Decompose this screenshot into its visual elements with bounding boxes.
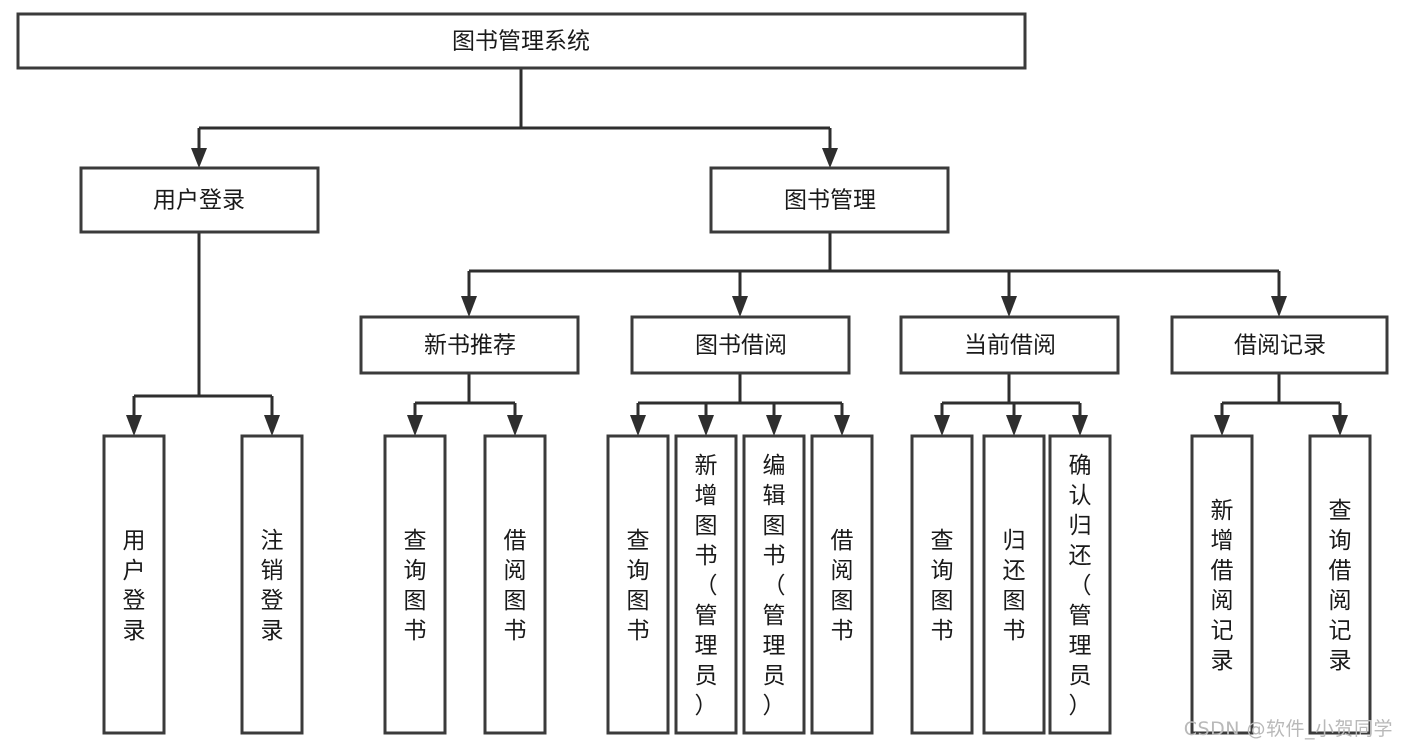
arrow-head-leaf-return-book (1006, 415, 1022, 436)
node-leaf-edit-book-admin-box[interactable] (742, 434, 806, 735)
node-leaf-add-borrow-record-label: 新增借阅记录 (1211, 498, 1234, 674)
node-leaf-borrow-book-1-label: 借阅图书 (504, 528, 527, 644)
node-leaf-query-borrow-record[interactable]: 查询借阅记录 (1308, 434, 1372, 735)
arrow-head-leaf-edit-book-admin (766, 415, 782, 436)
node-leaf-logout-login-box[interactable] (240, 434, 304, 735)
node-leaf-edit-book-admin[interactable]: 编辑图书（管理员） (742, 434, 806, 735)
node-leaf-logout-login[interactable]: 注销登录 (240, 434, 304, 735)
arrow-head-leaf-borrow-book-2 (834, 415, 850, 436)
arrow-head-leaf-query-book-2 (630, 415, 646, 436)
node-leaf-add-borrow-record[interactable]: 新增借阅记录 (1190, 434, 1254, 735)
arrow-head-leaf-user-login (126, 415, 142, 436)
node-leaf-query-book-3[interactable]: 查询图书 (910, 434, 974, 735)
node-leaf-return-book-label: 归还图书 (1003, 528, 1026, 644)
node-leaf-query-borrow-record-box[interactable] (1308, 434, 1372, 735)
node-leaf-return-book-box[interactable] (982, 434, 1046, 735)
node-borrow-record-box[interactable] (1170, 315, 1389, 375)
node-book-borrow[interactable]: 图书借阅 (630, 315, 851, 375)
node-leaf-add-book-admin-label: 新增图书（管理员） (695, 453, 718, 719)
node-leaf-query-book-3-label: 查询图书 (931, 528, 954, 644)
arrow-head-leaf-add-book-admin (698, 415, 714, 436)
node-leaf-add-book-admin[interactable]: 新增图书（管理员） (674, 434, 738, 735)
node-leaf-borrow-book-1[interactable]: 借阅图书 (483, 434, 547, 735)
connector-book-borrow-to-leaves (630, 373, 850, 436)
connector-current-borrow-to-leaves (934, 373, 1088, 436)
node-leaf-query-book-1[interactable]: 查询图书 (383, 434, 447, 735)
node-book-borrow-label: 图书借阅 (695, 333, 787, 359)
connector-book-management-to-level3 (461, 232, 1287, 317)
arrow-head-leaf-logout-login (264, 415, 280, 436)
node-leaf-user-login[interactable]: 用户登录 (102, 434, 166, 735)
node-new-book-recommend[interactable]: 新书推荐 (359, 315, 580, 375)
arrow-head-leaf-confirm-return-admin (1072, 415, 1088, 436)
node-borrow-record[interactable]: 借阅记录 (1170, 315, 1389, 375)
node-leaf-query-book-2[interactable]: 查询图书 (606, 434, 670, 735)
node-leaf-user-login-box[interactable] (102, 434, 166, 735)
node-borrow-record-label: 借阅记录 (1234, 333, 1326, 359)
node-user-login-label: 用户登录 (153, 188, 245, 214)
node-root-label: 图书管理系统 (452, 29, 590, 55)
arrow-head-leaf-add-borrow-record (1214, 415, 1230, 436)
node-leaf-confirm-return-admin[interactable]: 确认归还（管理员） (1048, 434, 1112, 735)
node-leaf-edit-book-admin-label: 编辑图书（管理员） (763, 453, 786, 719)
arrow-head-new-book-recommend (461, 296, 477, 317)
node-leaf-add-book-admin-box[interactable] (674, 434, 738, 735)
node-leaf-query-book-2-box[interactable] (606, 434, 670, 735)
node-leaf-logout-login-label: 注销登录 (261, 528, 284, 644)
arrow-head-book-management (822, 148, 838, 168)
node-leaf-confirm-return-admin-box[interactable] (1048, 434, 1112, 735)
node-book-management-box[interactable] (709, 166, 950, 234)
connector-root-to-level2 (191, 68, 838, 168)
arrow-head-book-borrow (732, 296, 748, 317)
connector-borrow-record-to-leaves (1214, 373, 1348, 436)
node-root-box[interactable] (16, 12, 1027, 70)
node-leaf-borrow-book-2[interactable]: 借阅图书 (810, 434, 874, 735)
node-current-borrow[interactable]: 当前借阅 (899, 315, 1120, 375)
node-leaf-query-book-2-label: 查询图书 (627, 528, 650, 644)
arrow-head-borrow-record (1271, 296, 1287, 317)
node-leaf-query-book-1-label: 查询图书 (404, 528, 427, 644)
node-new-book-recommend-box[interactable] (359, 315, 580, 375)
arrow-head-leaf-query-book-1 (407, 415, 423, 436)
node-leaf-borrow-book-2-box[interactable] (810, 434, 874, 735)
node-root[interactable]: 图书管理系统 (16, 12, 1027, 70)
node-book-management[interactable]: 图书管理 (709, 166, 950, 234)
node-new-book-recommend-label: 新书推荐 (424, 333, 516, 359)
node-book-management-label: 图书管理 (784, 188, 876, 214)
node-current-borrow-box[interactable] (899, 315, 1120, 375)
node-book-borrow-box[interactable] (630, 315, 851, 375)
connector-new-book-recommend-to-leaves (407, 373, 523, 436)
node-leaf-borrow-book-1-box[interactable] (483, 434, 547, 735)
node-leaf-query-borrow-record-label: 查询借阅记录 (1329, 498, 1352, 674)
arrow-head-user-login (191, 148, 207, 168)
node-leaf-add-borrow-record-box[interactable] (1190, 434, 1254, 735)
node-leaf-borrow-book-2-label: 借阅图书 (831, 528, 854, 644)
node-leaf-query-book-1-box[interactable] (383, 434, 447, 735)
node-leaf-confirm-return-admin-label: 确认归还（管理员） (1069, 453, 1092, 719)
node-leaf-user-login-label: 用户登录 (123, 528, 146, 644)
arrow-head-leaf-query-borrow-record (1332, 415, 1348, 436)
arrow-head-current-borrow (1001, 296, 1017, 317)
arrow-head-leaf-query-book-3 (934, 415, 950, 436)
connector-user-login-to-leaves (126, 232, 280, 436)
node-leaf-return-book[interactable]: 归还图书 (982, 434, 1046, 735)
node-user-login[interactable]: 用户登录 (79, 166, 320, 234)
node-leaf-query-book-3-box[interactable] (910, 434, 974, 735)
arrow-head-leaf-borrow-book-1 (507, 415, 523, 436)
node-current-borrow-label: 当前借阅 (964, 333, 1056, 359)
leaf-node-layer: 用户登录 注销登录 查询图书 借阅图书 查询图书 新增图书（管理员） 编辑图书（管理员） 借阅… (102, 434, 1372, 735)
node-user-login-box[interactable] (79, 166, 320, 234)
